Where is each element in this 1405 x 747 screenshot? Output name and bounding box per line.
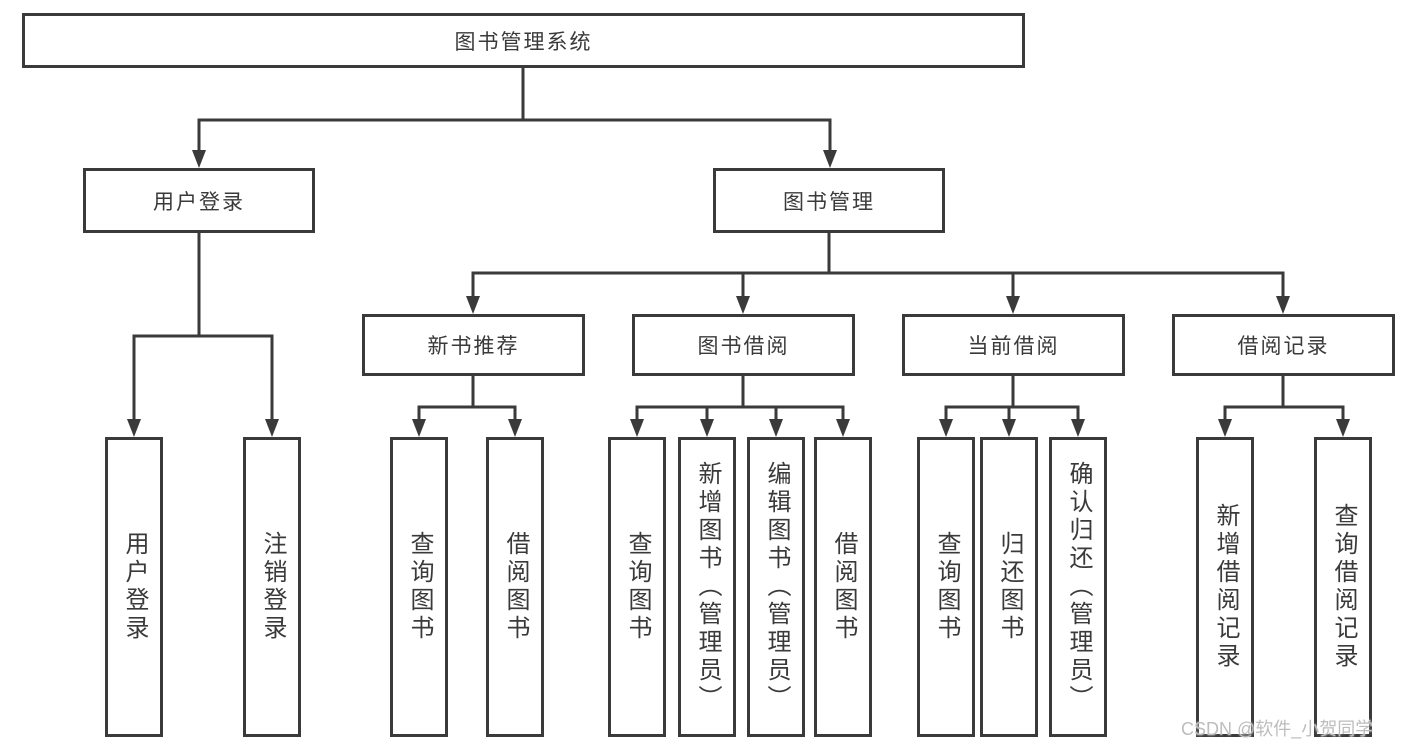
leaf-label: 归还图书 — [996, 531, 1023, 643]
csdn-watermark: CSDN @软件_小贺同学 — [1181, 719, 1374, 739]
leaf-logout: 注销登录 — [243, 437, 301, 737]
leaf-label: 借阅图书 — [830, 531, 857, 643]
node-label: 图书管理 — [783, 190, 875, 214]
leaf-label: 新增借阅记录 — [1212, 503, 1239, 671]
leaf-newbook-query-books: 查询图书 — [390, 437, 448, 737]
leaf-label: 用户登录 — [121, 531, 148, 643]
leaf-label: 查询图书 — [406, 531, 433, 643]
leaf-label: 编辑图书（管理员） — [763, 461, 790, 713]
node-root-system: 图书管理系统 — [22, 13, 1025, 68]
leaf-borrow-add-books-admin: 新增图书（管理员） — [678, 437, 736, 737]
leaf-label: 新增图书（管理员） — [694, 461, 721, 713]
node-label: 借阅记录 — [1237, 335, 1330, 358]
node-borrow-records: 借阅记录 — [1172, 314, 1395, 376]
leaf-user-login: 用户登录 — [105, 437, 163, 737]
node-book-management-group: 图书管理 — [713, 168, 945, 233]
node-book-borrow: 图书借阅 — [632, 314, 855, 376]
node-root-label: 图书管理系统 — [454, 30, 593, 54]
leaf-label: 确认归还（管理员） — [1065, 461, 1092, 713]
leaf-records-query-record: 查询借阅记录 — [1314, 437, 1372, 737]
leaf-current-query-books: 查询图书 — [917, 437, 975, 737]
leaf-label: 查询图书 — [933, 531, 960, 643]
leaf-borrow-borrow-books: 借阅图书 — [814, 437, 872, 737]
leaf-current-confirm-return-admin: 确认归还（管理员） — [1049, 437, 1107, 737]
node-label: 新书推荐 — [427, 335, 520, 358]
leaf-borrow-edit-books-admin: 编辑图书（管理员） — [747, 437, 805, 737]
node-current-borrow: 当前借阅 — [902, 314, 1125, 376]
leaf-borrow-query-books: 查询图书 — [608, 437, 666, 737]
leaf-newbook-borrow-books: 借阅图书 — [486, 437, 544, 737]
node-new-book-recommend: 新书推荐 — [362, 314, 585, 376]
leaf-label: 注销登录 — [259, 531, 286, 643]
node-label: 用户登录 — [153, 190, 245, 214]
node-label: 当前借阅 — [967, 335, 1060, 358]
leaf-label: 查询图书 — [624, 531, 651, 643]
node-user-login-group: 用户登录 — [83, 168, 315, 233]
leaf-current-return-books: 归还图书 — [980, 437, 1038, 737]
leaf-label: 查询借阅记录 — [1330, 503, 1357, 671]
leaf-label: 借阅图书 — [502, 531, 529, 643]
node-label: 图书借阅 — [697, 335, 790, 358]
leaf-records-add-record: 新增借阅记录 — [1196, 437, 1254, 737]
